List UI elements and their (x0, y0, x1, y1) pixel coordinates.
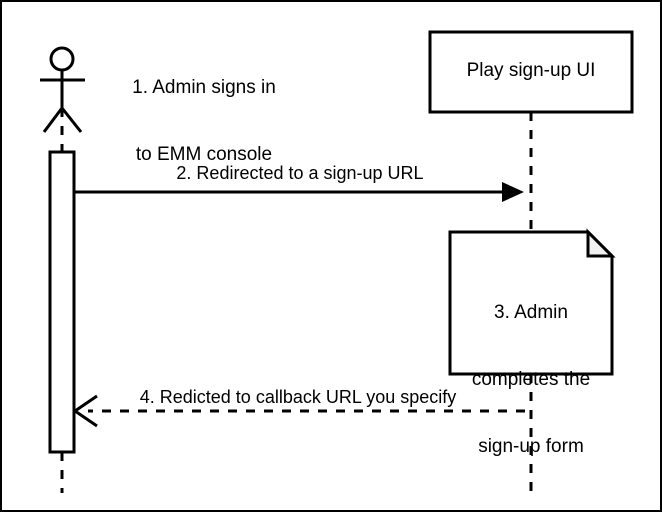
message-4-label: 4. Redicted to callback URL you specify (139, 387, 457, 407)
note-text-line-3: sign-up form (478, 436, 584, 458)
message-2-arrow (74, 182, 524, 202)
actor-caption-line-1: 1. Admin signs in (132, 76, 276, 98)
note-text: 3. Admin completes the sign-up form (452, 257, 610, 503)
note-text-line-1: 3. Admin (494, 301, 568, 323)
note-text-line-2: completes the (471, 369, 591, 391)
actor-activation-bar (48, 150, 76, 454)
note-box (448, 228, 616, 376)
participant-label: Play sign-up UI (466, 60, 596, 81)
message-2-label: 2. Redirected to a sign-up URL (176, 163, 424, 183)
actor-caption: 1. Admin signs in to EMM console (98, 32, 310, 211)
message-4-arrow (72, 394, 525, 428)
stick-figure-actor-icon (40, 46, 85, 133)
actor-caption-line-2: to EMM console (135, 144, 273, 166)
participant-box[interactable] (428, 30, 634, 114)
